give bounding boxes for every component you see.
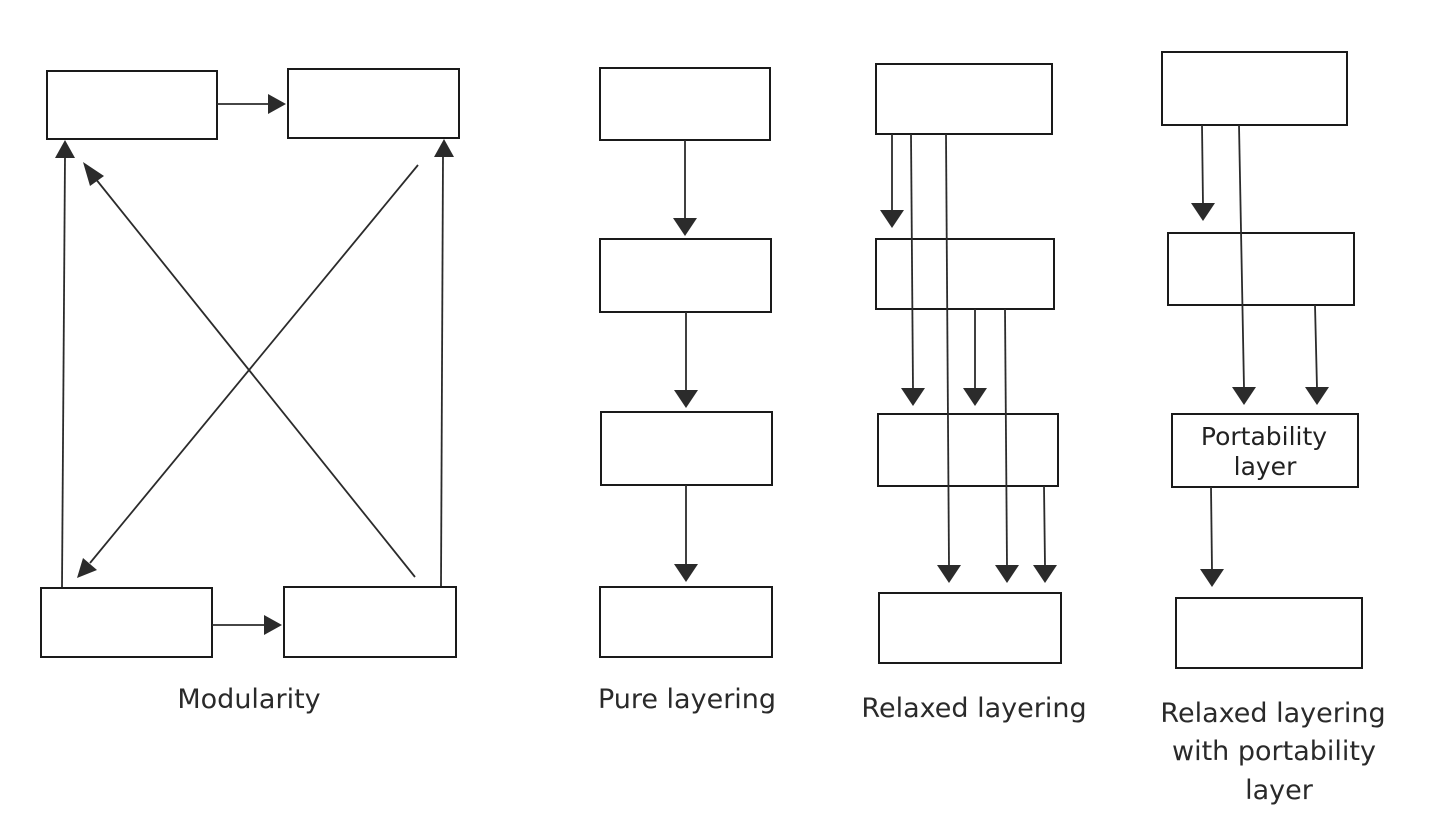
modularity-arrow-top <box>217 94 286 114</box>
modularity-arrow-diagonal-to-bottom-left <box>77 164 419 578</box>
relaxed-portability-panel: Portability layer Relaxed layering with … <box>1160 51 1386 806</box>
modularity-arrow-diagonal-to-top-left <box>83 162 416 578</box>
portability-caption-line-3: layer <box>1245 775 1314 806</box>
portability-arrow-portability-to-4 <box>1200 486 1224 587</box>
portability-panel-layer-1 <box>1161 51 1348 126</box>
portability-box-label-line-1: Portability <box>1201 422 1327 451</box>
portability-layer-box <box>1171 413 1359 488</box>
portability-panel-layer-2 <box>1167 232 1355 306</box>
modularity-box-bottom-right <box>283 586 457 658</box>
modularity-arrow-bottom <box>212 615 282 635</box>
relaxed-arrow-2-to-4 <box>995 308 1019 583</box>
pure-arrow-3 <box>674 485 698 582</box>
relaxed-layer-4 <box>878 592 1062 664</box>
portability-arrow-1-to-2 <box>1191 124 1215 221</box>
portability-arrow-1-to-portability <box>1232 124 1256 405</box>
portability-arrow-2-to-portability <box>1305 304 1329 405</box>
relaxed-arrow-1-to-3 <box>901 133 925 406</box>
relaxed-layer-2 <box>875 238 1055 310</box>
pure-layering-panel: Pure layering <box>598 67 776 715</box>
portability-caption-line-1: Relaxed layering <box>1160 698 1385 729</box>
relaxed-layer-3 <box>877 413 1059 487</box>
modularity-arrow-right-up <box>434 139 454 587</box>
pure-layering-caption: Pure layering <box>598 684 776 715</box>
portability-caption-line-2: with portability <box>1172 736 1376 767</box>
modularity-box-bottom-left <box>40 587 213 658</box>
relaxed-layering-panel: Relaxed layering <box>861 63 1087 724</box>
modularity-panel: Modularity <box>40 68 460 715</box>
pure-layer-4 <box>599 586 773 658</box>
relaxed-arrow-2-to-3 <box>963 309 987 406</box>
modularity-arrow-left-up <box>55 140 75 588</box>
pure-layer-3 <box>600 411 773 486</box>
pure-layer-2 <box>599 238 772 313</box>
relaxed-arrow-3-to-4 <box>1033 485 1057 583</box>
relaxed-layer-1 <box>875 63 1053 135</box>
modularity-box-top-right <box>287 68 460 139</box>
portability-box-label-line-2: layer <box>1234 452 1297 481</box>
pure-layer-1 <box>599 67 771 141</box>
portability-panel-layer-4 <box>1175 597 1363 669</box>
modularity-box-top-left <box>46 70 218 140</box>
pure-arrow-2 <box>674 312 698 408</box>
pure-arrow-1 <box>673 140 697 236</box>
relaxed-arrow-1-to-4 <box>937 133 961 583</box>
relaxed-layering-caption: Relaxed layering <box>861 693 1086 724</box>
modularity-caption: Modularity <box>177 684 320 715</box>
relaxed-arrow-1-to-2 <box>880 134 904 228</box>
